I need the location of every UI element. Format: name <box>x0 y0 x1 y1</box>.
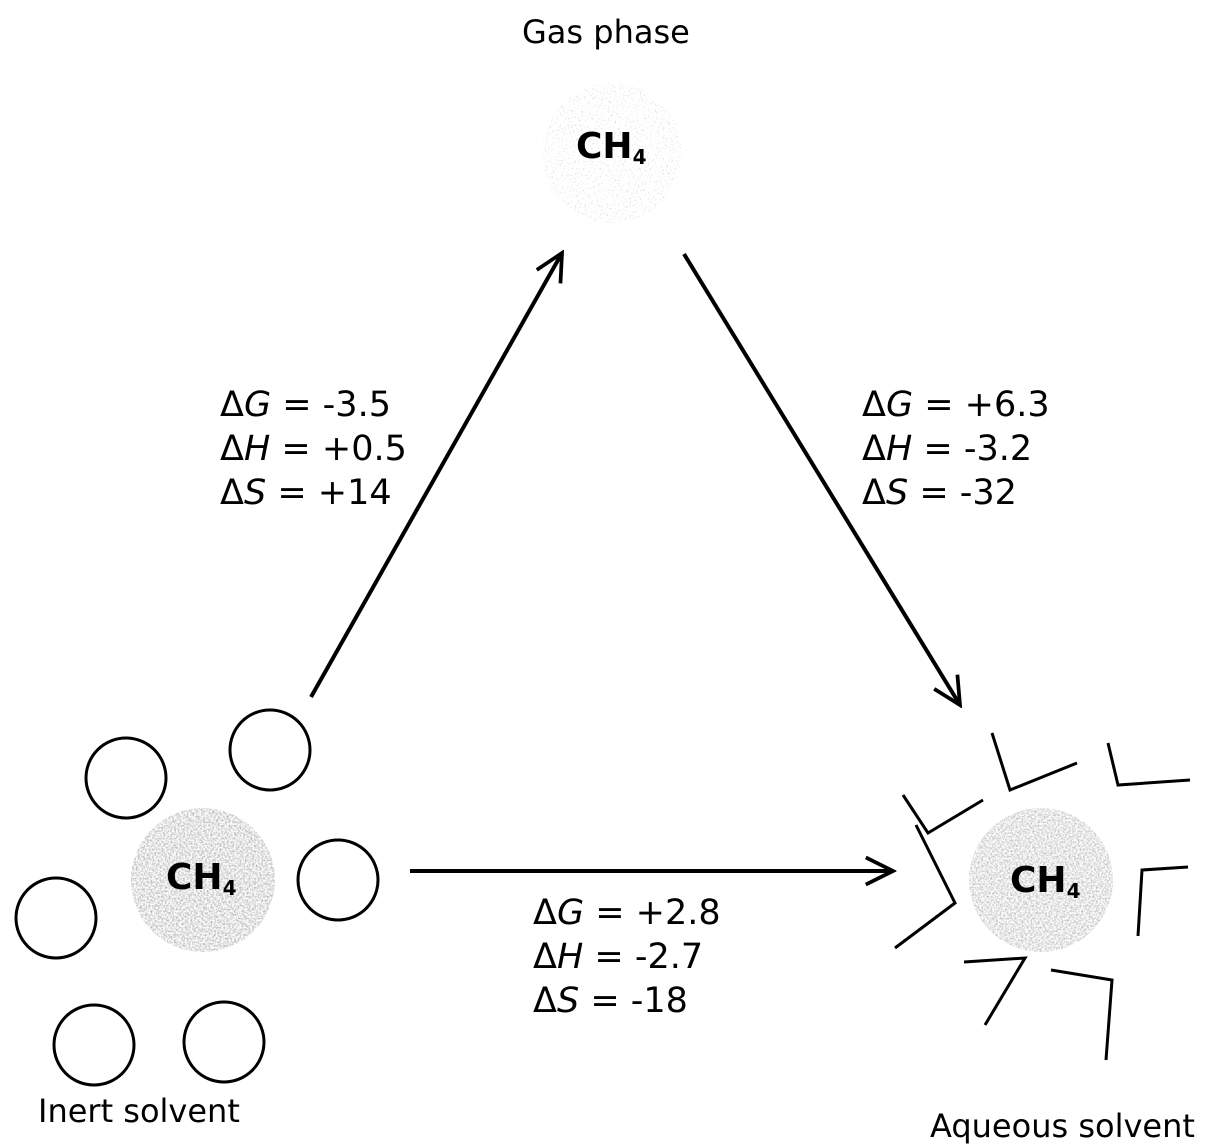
water-molecule <box>963 956 1028 1026</box>
delta-g-row: ΔG = +2.8 <box>533 893 721 933</box>
delta-s-row: ΔS = -18 <box>533 981 688 1021</box>
formula-subscript: 4 <box>222 876 237 900</box>
methane-inert-label: CH4 <box>166 857 237 900</box>
solvent-sphere <box>52 1003 136 1087</box>
water-molecule <box>1050 968 1114 1061</box>
water-molecule <box>1106 742 1191 787</box>
water-molecule <box>901 794 984 836</box>
gas-phase-label: Gas phase <box>522 13 690 51</box>
delta-s-value: = +14 <box>277 473 392 513</box>
delta-h-row: ΔH = -2.7 <box>533 937 704 977</box>
inert-solvent-label: Inert solvent <box>38 1092 240 1130</box>
thermo-inert-to-aqueous: ΔG = +2.8 ΔH = -2.7 ΔS = -18 <box>533 891 721 1023</box>
solvent-sphere <box>182 1000 266 1084</box>
thermo-gas-to-aqueous: ΔG = +6.3 ΔH = -3.2 ΔS = -32 <box>862 383 1050 515</box>
water-molecule <box>894 824 957 950</box>
water-cage <box>894 732 1191 1061</box>
arrow-gas-to-aqueous <box>682 252 960 705</box>
water-molecule <box>990 732 1078 792</box>
aqueous-solvent-label: Aqueous solvent <box>930 1107 1195 1145</box>
thermo-inert-to-gas: ΔG = -3.5 ΔH = +0.5 ΔS = +14 <box>220 383 407 515</box>
solvent-sphere <box>84 736 168 820</box>
solvent-sphere <box>14 876 98 960</box>
delta-g-value: = -3.5 <box>282 385 391 425</box>
formula-text: CH <box>166 857 223 898</box>
methane-aqueous-molecule <box>969 808 1113 952</box>
solvent-sphere <box>228 708 312 792</box>
methane-gas-label: CH4 <box>576 126 647 169</box>
delta-g-value: = +6.3 <box>924 385 1050 425</box>
formula-subscript: 4 <box>1066 879 1081 903</box>
arrow-inert-to-gas <box>309 253 562 698</box>
delta-g-value: = +2.8 <box>595 893 721 933</box>
delta-s-value: = -32 <box>919 473 1017 513</box>
delta-h-row: ΔH = +0.5 <box>220 429 407 469</box>
formula-subscript: 4 <box>632 145 647 169</box>
delta-g-row: ΔG = -3.5 <box>220 385 391 425</box>
delta-h-row: ΔH = -3.2 <box>862 429 1033 469</box>
methane-gas-molecule <box>542 83 682 223</box>
delta-s-value: = -18 <box>590 981 688 1021</box>
methane-inert-molecule <box>131 808 275 952</box>
formula-text: CH <box>1010 860 1067 901</box>
formula-text: CH <box>576 126 633 167</box>
delta-g-row: ΔG = +6.3 <box>862 385 1050 425</box>
delta-s-row: ΔS = -32 <box>862 473 1017 513</box>
water-molecule <box>1136 865 1189 937</box>
delta-h-value: = -2.7 <box>594 937 704 977</box>
delta-h-value: = +0.5 <box>281 429 407 469</box>
methane-aqueous-label: CH4 <box>1010 860 1081 903</box>
delta-s-row: ΔS = +14 <box>220 473 392 513</box>
delta-h-value: = -3.2 <box>923 429 1033 469</box>
solvent-sphere <box>296 838 380 922</box>
